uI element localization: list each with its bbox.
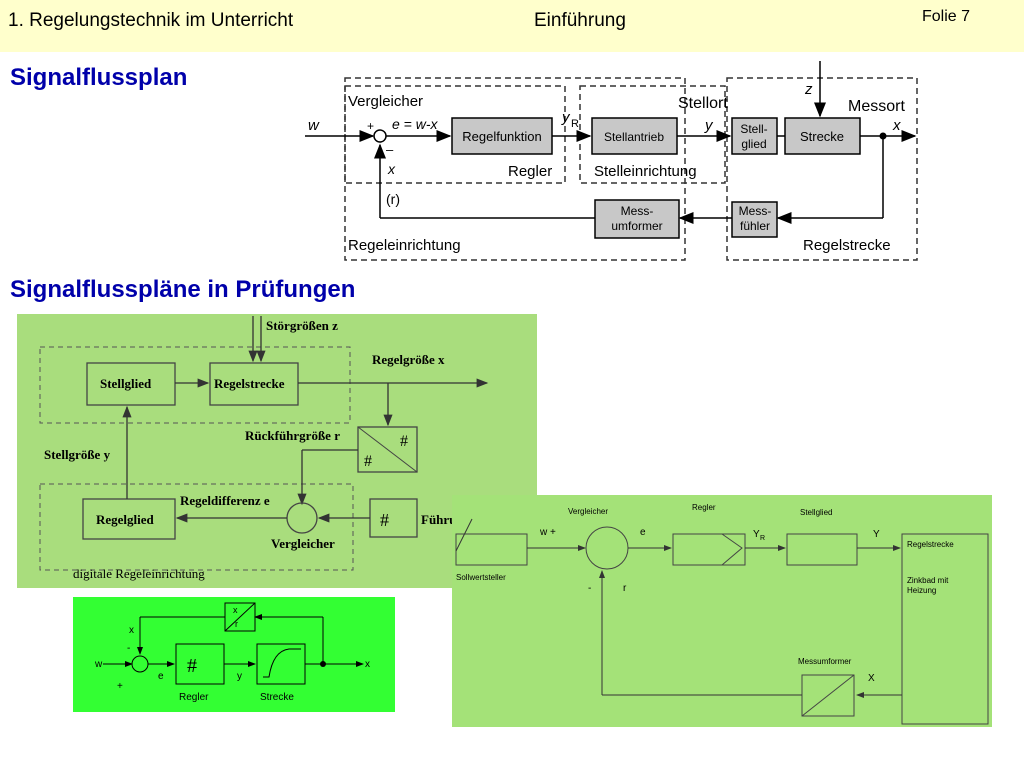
label-messumformer: Messumformer	[798, 657, 852, 666]
strecke-box-mini	[256, 643, 306, 685]
label-e-mini: e	[158, 671, 164, 682]
vergleicher-node	[373, 129, 387, 143]
label-regelfunktion: Regelfunktion	[462, 129, 542, 144]
label-x-top: x	[129, 625, 134, 636]
regelglied-box	[82, 498, 176, 540]
label-regelglied: Regelglied	[96, 512, 155, 527]
label-e-equation: e = w-x	[392, 116, 439, 132]
label-messumformer-1: Mess-	[621, 204, 654, 218]
signalflussplan-diagram: w + – e = w-x x (r) Vergleicher Regelfun…	[300, 56, 930, 266]
regler-box-mini	[175, 643, 225, 685]
regler-box	[672, 533, 746, 566]
label-stellort: Stellort	[678, 95, 728, 112]
svg-text:#: #	[380, 510, 389, 530]
label-stellglied-2: glied	[741, 137, 766, 151]
vergleicher-circle	[286, 502, 318, 534]
slide-header: 1. Regelungstechnik im Unterricht Einfüh…	[0, 0, 1024, 52]
digital-regeleinrichtung-diagram: # # # Stellglied Regelstrecke Störgrößen…	[17, 314, 537, 588]
label-messumformer-2: umformer	[611, 219, 662, 233]
label-messort: Messort	[848, 98, 905, 115]
label-z: z	[804, 81, 813, 98]
label-regler-mini: Regler	[179, 692, 209, 703]
label-stellgroesse: Stellgröße y	[44, 447, 111, 462]
label-yR: y	[561, 109, 571, 126]
label-yR: Y	[753, 529, 760, 540]
label-regler: Regler	[508, 163, 552, 180]
label-plus-mini: +	[117, 681, 123, 692]
label-digitale-regeleinrichtung: digitale Regeleinrichtung	[73, 566, 205, 581]
label-regeleinrichtung: Regeleinrichtung	[348, 237, 461, 254]
label-w-mini: w	[94, 659, 103, 670]
label-minus: –	[386, 142, 394, 157]
label-minus: -	[588, 583, 591, 594]
label-plus: +	[367, 119, 374, 133]
label-vergleicher: Vergleicher	[348, 93, 423, 110]
label-mini-r: r	[235, 619, 238, 629]
stellglied-block	[731, 117, 778, 155]
bright-green-diagram: # x - w + e y x Regler Strecke x r	[73, 597, 395, 712]
label-Y: Y	[873, 529, 880, 540]
sollwertsteller-box	[455, 533, 528, 566]
label-stellantrieb: Stellantrieb	[604, 130, 664, 144]
svg-text:#: #	[364, 453, 372, 470]
label-y-mini: y	[237, 671, 242, 682]
label-X: X	[868, 673, 875, 684]
header-course-title: 1. Regelungstechnik im Unterricht	[8, 10, 294, 31]
messumformer-block	[594, 199, 680, 239]
svg-text:#: #	[187, 655, 197, 677]
label-zinkbad-2: Heizung	[907, 586, 936, 595]
label-w-plus: w +	[539, 527, 556, 538]
label-regelgroesse: Regelgröße x	[372, 352, 445, 367]
label-regeldifferenz: Regeldifferenz e	[180, 493, 270, 508]
title-pruefungen: Signalflusspläne in Prüfungen	[10, 276, 356, 303]
regler-boundary	[344, 85, 566, 184]
label-x-feedback: x	[387, 161, 396, 177]
stellantrieb-block	[591, 117, 678, 155]
label-strecke: Strecke	[800, 129, 844, 144]
label-y: y	[704, 117, 714, 134]
label-mini-x: x	[233, 605, 238, 615]
label-stellglied: Stellglied	[100, 376, 152, 391]
label-x-out-mini: x	[365, 659, 370, 670]
svg-text:#: #	[400, 433, 408, 450]
label-rueckfuehrgroesse: Rückführgröße r	[245, 428, 340, 443]
label-e: e	[640, 527, 646, 538]
label-messfuehler-1: Mess-	[739, 204, 772, 218]
header-section-title: Einführung	[534, 10, 626, 31]
label-vergleicher: Vergleicher	[271, 536, 335, 551]
zinkbad-regelkreis-diagram: Vergleicher Regler Stellglied w + e Y R …	[452, 495, 992, 727]
label-stoergroessen: Störgrößen z	[266, 318, 338, 333]
label-fuehrung: Führu	[421, 512, 456, 527]
label-stellglied-1: Stell-	[740, 122, 767, 136]
label-regelstrecke: Regelstrecke	[803, 237, 891, 254]
label-regelstrecke: Regelstrecke	[907, 540, 954, 549]
label-r: r	[623, 583, 627, 594]
messfuehler-block	[731, 201, 778, 238]
label-r: (r)	[386, 191, 400, 207]
label-minus-mini: -	[127, 643, 130, 654]
label-regelstrecke: Regelstrecke	[214, 376, 285, 391]
label-stellglied: Stellglied	[800, 508, 832, 517]
label-w: w	[308, 117, 320, 134]
label-strecke-mini: Strecke	[260, 692, 294, 703]
strecke-block	[784, 117, 861, 155]
label-x-out: x	[892, 117, 901, 134]
stellglied-box	[786, 533, 858, 566]
label-regler: Regler	[692, 503, 716, 512]
slide-number: Folie 7	[922, 8, 971, 25]
regelstrecke-box	[209, 362, 299, 406]
stellglied-box	[86, 362, 176, 406]
label-vergleicher: Vergleicher	[568, 507, 608, 516]
regelstrecke-box	[901, 533, 989, 725]
label-zinkbad-1: Zinkbad mit	[907, 576, 949, 585]
label-yR-sub: R	[760, 535, 765, 542]
regelstrecke-boundary	[726, 77, 918, 261]
label-yR-sub: R	[571, 118, 579, 130]
label-stelleinrichtung: Stelleinrichtung	[594, 163, 697, 180]
fuehrung-box	[369, 498, 418, 538]
label-sollwertsteller: Sollwertsteller	[456, 573, 506, 582]
label-messfuehler-2: fühler	[740, 219, 770, 233]
title-signalflussplan: Signalflussplan	[10, 64, 188, 91]
vergleicher-circle	[585, 526, 629, 570]
